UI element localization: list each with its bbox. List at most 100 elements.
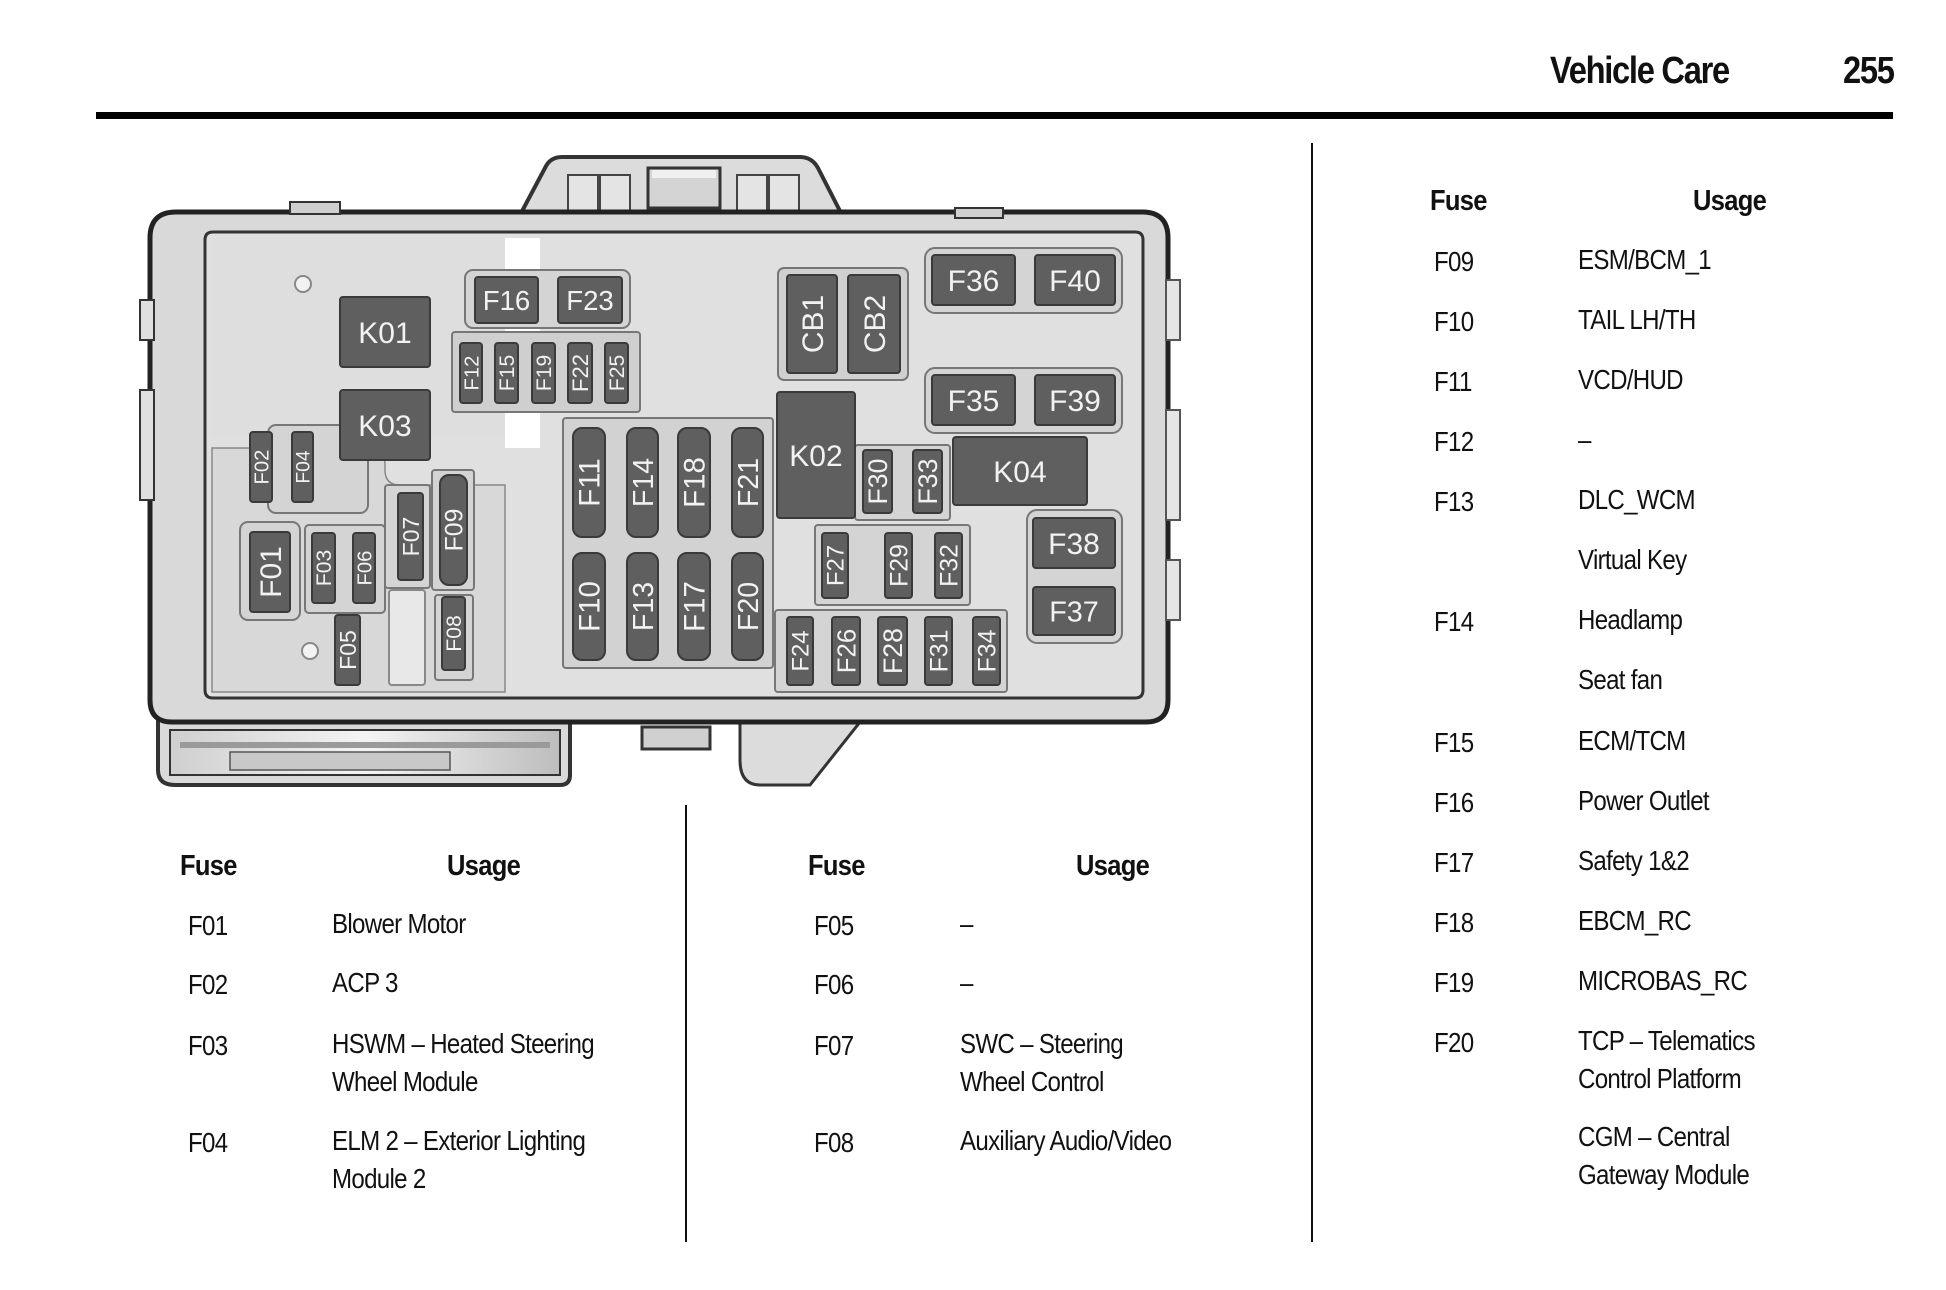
fuse-id: F12 xyxy=(1434,426,1474,457)
fuse-usage-line: DLC_WCM xyxy=(1578,484,1696,515)
fuse-f13: F13 xyxy=(626,552,660,661)
fuse-usage-line: – xyxy=(1578,424,1591,455)
fuse-label: F01 xyxy=(255,546,288,598)
table-header-usage: Usage xyxy=(447,850,521,882)
fuse-label: F40 xyxy=(1049,265,1101,298)
fuse-f35: F35 xyxy=(931,374,1016,426)
fuse-body xyxy=(731,552,764,661)
fuse-body xyxy=(884,532,913,599)
fuse-usage: TAIL LH/TH xyxy=(1578,301,1696,339)
fuse-body xyxy=(1034,254,1116,306)
page-number: 255 xyxy=(1843,50,1895,92)
fuse-id: F11 xyxy=(1434,366,1472,397)
relay-label: K03 xyxy=(358,410,411,443)
fuse-body xyxy=(931,374,1016,426)
fuse-usage-line: – xyxy=(960,908,973,939)
fuse-f36: F36 xyxy=(931,254,1016,306)
circuit-breaker-label: CB1 xyxy=(797,295,830,353)
fuse-id: F13 xyxy=(1434,486,1474,517)
fuse-usage-line: TCP – Telematics xyxy=(1578,1025,1755,1056)
fuse-label: F09 xyxy=(441,509,468,552)
fuse-id: F06 xyxy=(814,969,854,1000)
fuse-id: F09 xyxy=(1434,246,1474,277)
fuse-usage: Blower Motor xyxy=(332,905,466,943)
column-divider-right xyxy=(1311,143,1313,1242)
fuse-label: F31 xyxy=(926,630,953,673)
fuse-label: F04 xyxy=(293,450,314,484)
fuse-id: F14 xyxy=(1434,606,1474,637)
fuse-label: F07 xyxy=(398,517,424,557)
table-header-usage: Usage xyxy=(1076,850,1150,882)
fuse-label: F36 xyxy=(948,265,1000,298)
fuse-label: F32 xyxy=(936,544,963,587)
fuse-id: F02 xyxy=(188,969,228,1000)
fuse-f05: F05 xyxy=(334,614,361,686)
fuse-f20: F20 xyxy=(731,552,765,661)
fuse-f29: F29 xyxy=(884,532,913,599)
fuse-id: F03 xyxy=(188,1030,228,1061)
fuse-label: F03 xyxy=(313,550,336,586)
relay-body xyxy=(339,296,431,368)
relay-k03: K03 xyxy=(339,389,431,461)
header-rule xyxy=(96,112,1893,119)
fuse-body xyxy=(459,342,483,404)
circuit-breaker-cb1: CB1 xyxy=(786,274,838,374)
fuse-body xyxy=(557,276,623,324)
fuse-usage-line: Wheel Control xyxy=(960,1066,1104,1097)
fuse-label: F34 xyxy=(974,629,1001,672)
fuse-label: F13 xyxy=(628,582,660,631)
fuse-body xyxy=(249,431,273,503)
fuse-f23: F23 xyxy=(557,276,623,324)
fuse-usage-line: Gateway Module xyxy=(1578,1159,1750,1190)
fuse-usage: – xyxy=(960,905,973,943)
fuse-label: F28 xyxy=(878,628,908,674)
fuse-usage-line: Control Platform xyxy=(1578,1063,1742,1094)
fuse-label: F39 xyxy=(1049,385,1101,418)
fuse-usage: Headlamp xyxy=(1578,601,1683,639)
fuse-f08: F08 xyxy=(441,596,466,671)
fuse-label: F11 xyxy=(574,458,607,507)
relay-label: K02 xyxy=(789,440,842,473)
fuse-f12: F12 xyxy=(459,342,483,404)
fuse-label: F22 xyxy=(568,354,593,392)
fuse-usage: VCD/HUD xyxy=(1578,361,1684,399)
fuse-f10: F10 xyxy=(572,552,607,661)
fuse-label: F26 xyxy=(833,629,861,673)
fuse-id: F04 xyxy=(188,1127,228,1158)
fuse-f32: F32 xyxy=(934,532,963,599)
fuse-usage: ECM/TCM xyxy=(1578,722,1686,760)
fuse-label: F19 xyxy=(533,355,556,391)
fuse-f34: F34 xyxy=(972,616,1001,686)
fuse-label: F08 xyxy=(443,615,466,651)
fuse-label: F14 xyxy=(628,458,660,507)
fuse-body xyxy=(474,276,539,324)
fuse-f18: F18 xyxy=(677,427,712,538)
fuse-id: F17 xyxy=(1434,847,1474,878)
fuse-usage-line: Wheel Module xyxy=(332,1066,478,1097)
fuse-f03: F03 xyxy=(311,532,336,604)
fuse-body xyxy=(572,427,606,538)
fuse-body xyxy=(441,596,466,671)
fuse-label: F18 xyxy=(679,457,712,508)
fuse-f27: F27 xyxy=(821,532,850,599)
fuse-usage: Safety 1&2 xyxy=(1578,842,1690,880)
relay-k02: K02 xyxy=(776,391,856,519)
fuse-f24: F24 xyxy=(786,616,815,686)
fuse-f30: F30 xyxy=(862,449,893,514)
table-header-fuse: Fuse xyxy=(180,850,237,882)
fuse-usage: MICROBAS_RC xyxy=(1578,962,1748,1000)
fuse-label: F33 xyxy=(913,459,943,505)
fuse-usage-line: Power Outlet xyxy=(1578,785,1710,816)
fuse-body xyxy=(494,342,519,404)
fuse-id: F05 xyxy=(814,910,854,941)
fuse-f26: F26 xyxy=(831,616,861,686)
fuse-body xyxy=(1032,586,1116,636)
fuse-usage: ACP 3 xyxy=(332,964,398,1002)
fuse-body xyxy=(567,342,593,404)
fuse-label: F27 xyxy=(823,545,850,586)
fuse-body xyxy=(604,342,629,404)
fuse-body xyxy=(821,532,849,599)
